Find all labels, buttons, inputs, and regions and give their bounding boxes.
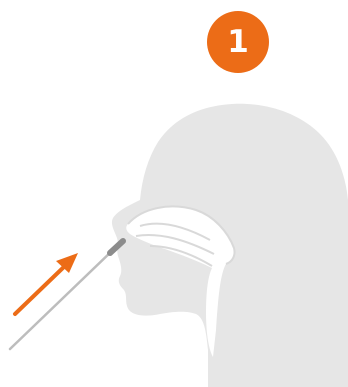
insert-direction-arrow-icon (15, 253, 78, 314)
